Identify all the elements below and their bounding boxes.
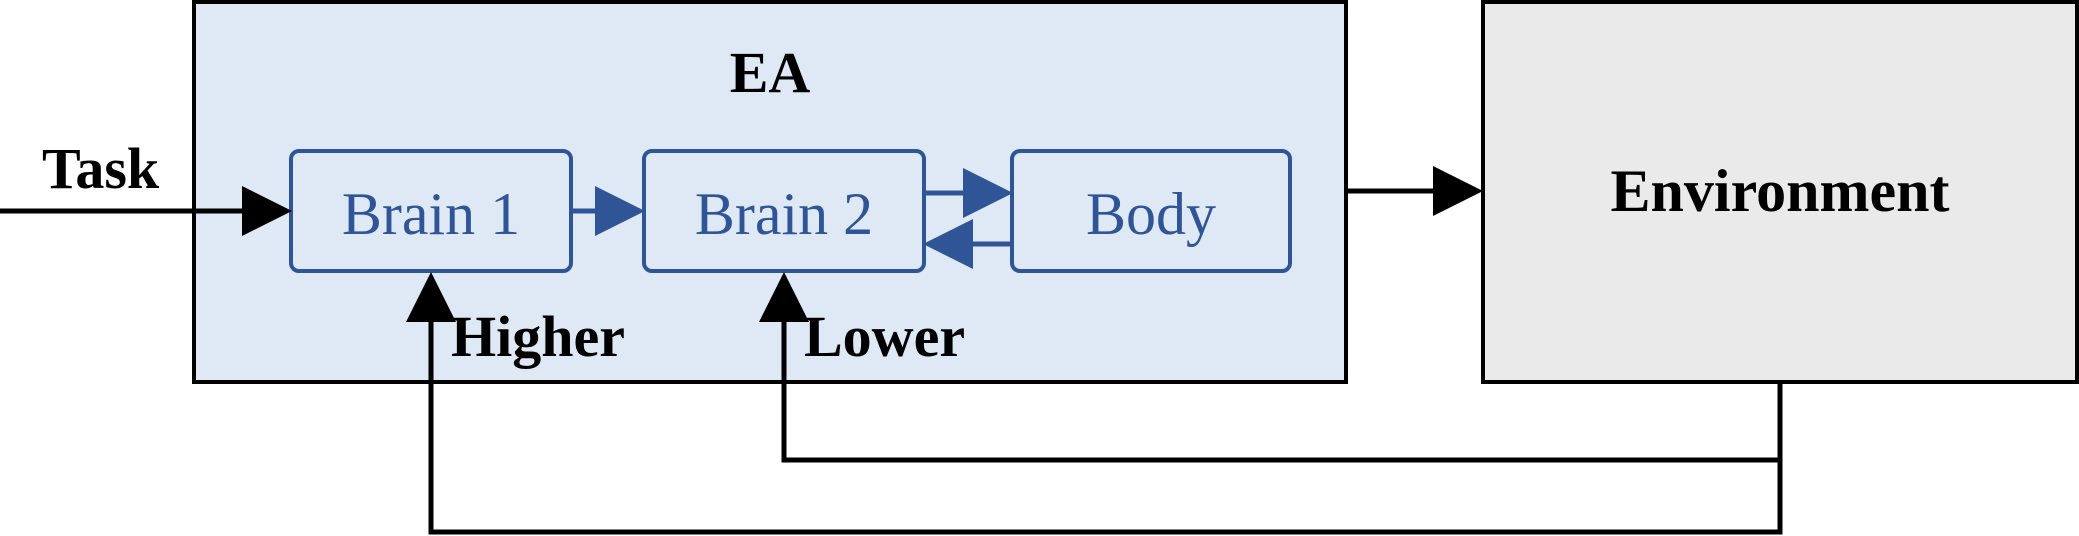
body-label: Body xyxy=(1086,181,1216,247)
brain1-label: Brain 1 xyxy=(342,181,520,247)
brain2-label: Brain 2 xyxy=(695,181,873,247)
task-label: Task xyxy=(42,136,160,201)
ea-title: EA xyxy=(730,40,811,105)
higher-label: Higher xyxy=(451,304,625,369)
lower-label: Lower xyxy=(804,304,965,369)
environment-label: Environment xyxy=(1611,158,1950,224)
lower-feedback-line xyxy=(759,272,1780,463)
higher-feedback-line xyxy=(406,272,1783,535)
